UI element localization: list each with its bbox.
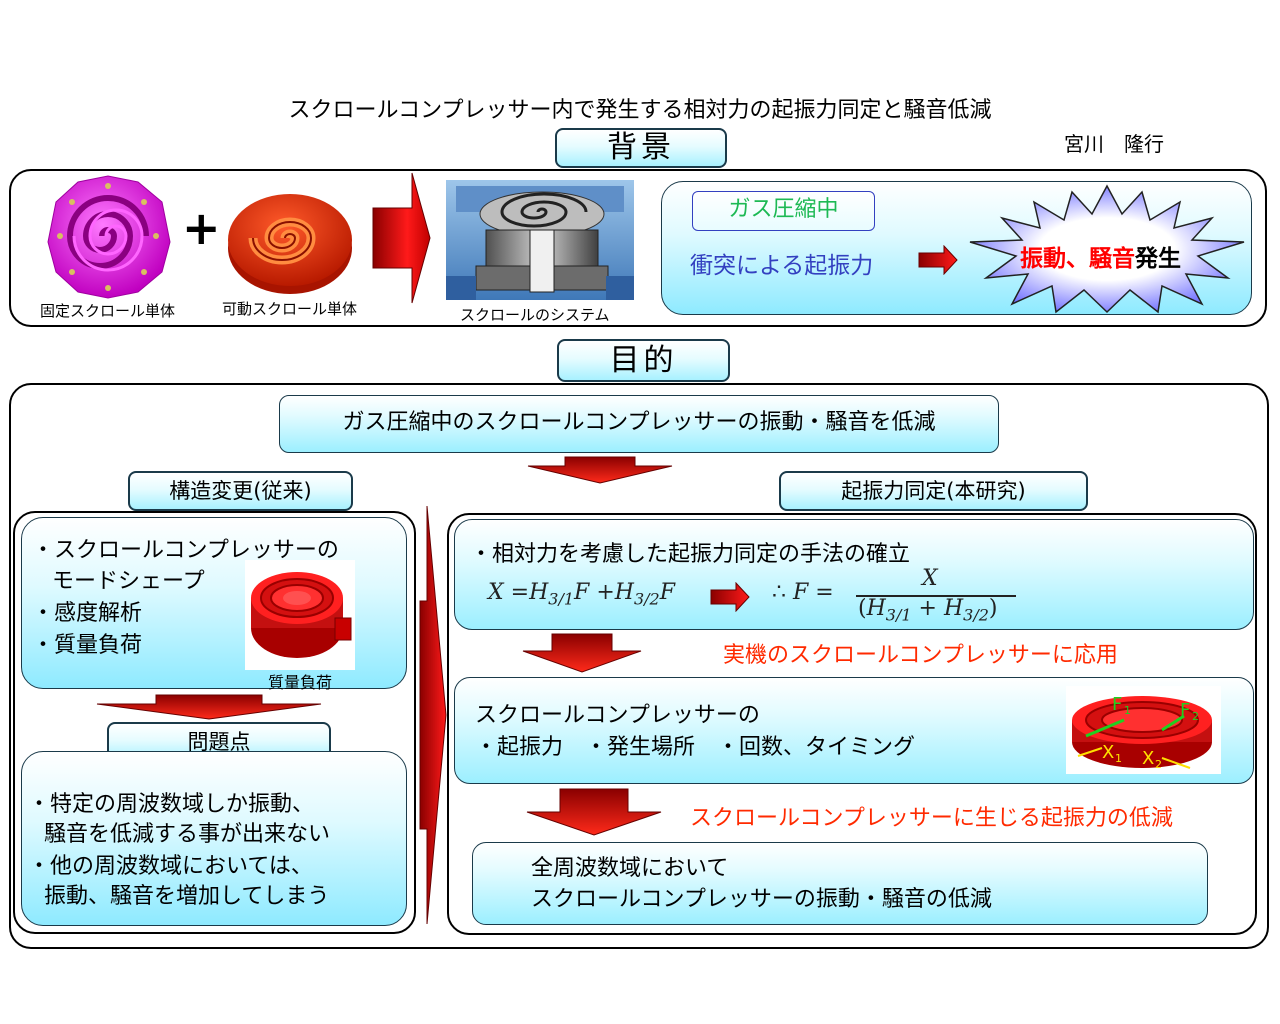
left-item-4: ・質量負荷	[32, 633, 143, 658]
purpose-header: 目的	[557, 339, 730, 382]
apply-text: 実機のスクロールコンプレッサーに応用	[723, 643, 1118, 668]
right-down-arrow-1-icon	[522, 633, 642, 673]
gas-compress-label-box: ガス圧縮中	[692, 191, 875, 231]
equation-lhs: X =H3/1F +H3/2F	[488, 580, 675, 608]
eq-denominator: (H3/1 + H3/2)	[858, 596, 998, 624]
collision-text: 衝突による起振力	[690, 253, 874, 279]
mass-load-label: 質量負荷	[268, 673, 333, 692]
eq-sub1: 3/1	[548, 589, 575, 609]
burst-shape	[969, 184, 1245, 314]
problem-item-1: ・特定の周波数域しか振動、	[28, 792, 315, 817]
mass-load-image	[245, 560, 355, 670]
eq-F2: F	[659, 580, 675, 605]
x2-label: X	[1142, 748, 1154, 769]
tall-right-arrow-icon	[419, 505, 447, 925]
plus-sign: +	[182, 201, 221, 255]
result-line-1: スクロールコンプレッサーの	[475, 703, 760, 728]
eq-F1: F	[574, 580, 590, 605]
eq-F: F	[793, 580, 809, 605]
right-down-arrow-2-icon	[526, 788, 662, 836]
x1-label: X	[1102, 742, 1114, 763]
page-title: スクロールコンプレッサー内で発生する相対力の起振力同定と騒音低減	[288, 98, 992, 123]
problem-item-2: 騒音を低減する事が出来ない	[44, 822, 331, 847]
equation-arrow-icon	[710, 582, 750, 612]
occurrence-word: 発生	[1135, 246, 1181, 272]
fixed-scroll-image	[47, 175, 171, 299]
eq-plus: +	[596, 580, 615, 605]
force-diagram-image: F 1 F 2 X 1 X 2	[1066, 686, 1221, 774]
vibration-word: 振動	[1020, 246, 1066, 272]
den-close: )	[988, 596, 998, 621]
problem-box	[21, 751, 407, 926]
orbiting-scroll-image	[228, 194, 352, 294]
purpose-header-label: 目的	[609, 343, 678, 378]
structure-change-label: 構造変更(従来)	[169, 479, 312, 503]
fixed-scroll-label: 固定スクロール単体	[40, 302, 176, 320]
den-H2: H	[943, 596, 964, 621]
problem-item-3: ・他の周波数域においては、	[28, 854, 313, 879]
final-line-2: スクロールコンプレッサーの振動・騒音の低減	[531, 887, 992, 912]
scroll-system-label: スクロールのシステム	[460, 306, 610, 324]
den-sub2: 3/2	[963, 605, 989, 625]
gas-compress-label: ガス圧縮中	[728, 197, 839, 222]
right-arrow-icon	[372, 172, 431, 304]
left-item-2: モードシェープ	[52, 569, 205, 594]
result-line-2: ・起振力 ・発生場所 ・回数、タイミング	[475, 735, 916, 760]
goal-text: ガス圧縮中のスクロールコンプレッサーの振動・騒音を低減	[342, 410, 936, 435]
orbiting-scroll-label: 可動スクロール単体	[222, 300, 358, 318]
final-result-box	[472, 842, 1208, 925]
fraction-bar	[856, 595, 1016, 597]
method-text: ・相対力を考慮した起振力同定の手法の確立	[470, 542, 911, 567]
noise-word: 騒音	[1089, 246, 1135, 272]
vibration-noise-result: 振動、騒音発生	[1020, 239, 1181, 273]
background-header-label: 背景	[607, 130, 675, 165]
eq-X: X	[488, 580, 504, 605]
eq-therefore: ∴	[772, 580, 786, 605]
left-item-3: ・感度解析	[32, 601, 143, 626]
problem-item-4: 振動、騒音を増加してしまう	[44, 884, 330, 909]
force-identification-label: 起振力同定(本研究)	[841, 479, 1026, 503]
eq-equals: =	[510, 580, 530, 605]
f1-label: F	[1112, 694, 1122, 715]
comma-sep: 、	[1066, 246, 1089, 272]
problem-header-label: 問題点	[187, 730, 251, 754]
den-H1: H	[866, 596, 886, 621]
eq-H1: H	[529, 580, 549, 605]
method-box	[454, 519, 1254, 630]
eq-numerator: X	[922, 566, 938, 591]
force-identification-header: 起振力同定(本研究)	[779, 471, 1088, 511]
eq-equals-2: =	[815, 580, 834, 605]
equation-rhs: ∴ F =	[772, 580, 834, 605]
reduce-text: スクロールコンプレッサーに生じる起振力の低減	[690, 806, 1173, 831]
f1-sub: 1	[1124, 704, 1131, 717]
f2-label: F	[1180, 700, 1190, 721]
eq-H2: H	[614, 580, 634, 605]
background-header: 背景	[555, 128, 727, 168]
den-sub1: 3/1	[885, 605, 912, 625]
left-item-1: ・スクロールコンプレッサーの	[32, 538, 339, 563]
f2-sub: 2	[1192, 710, 1199, 723]
den-plus: +	[918, 596, 937, 621]
structure-change-header: 構造変更(従来)	[128, 471, 353, 511]
small-right-arrow-icon	[918, 245, 958, 275]
final-line-1: 全周波数域において	[531, 856, 729, 881]
x1-sub: 1	[1115, 752, 1122, 765]
scroll-system-image	[446, 180, 634, 300]
den-open: (	[858, 596, 867, 621]
eq-sub2: 3/2	[633, 589, 660, 609]
down-arrow-icon	[527, 456, 673, 484]
left-down-arrow-icon	[96, 694, 322, 720]
x2-sub: 2	[1155, 758, 1162, 771]
author-name: 宮川 隆行	[1064, 132, 1164, 156]
goal-box: ガス圧縮中のスクロールコンプレッサーの振動・騒音を低減	[279, 395, 999, 453]
